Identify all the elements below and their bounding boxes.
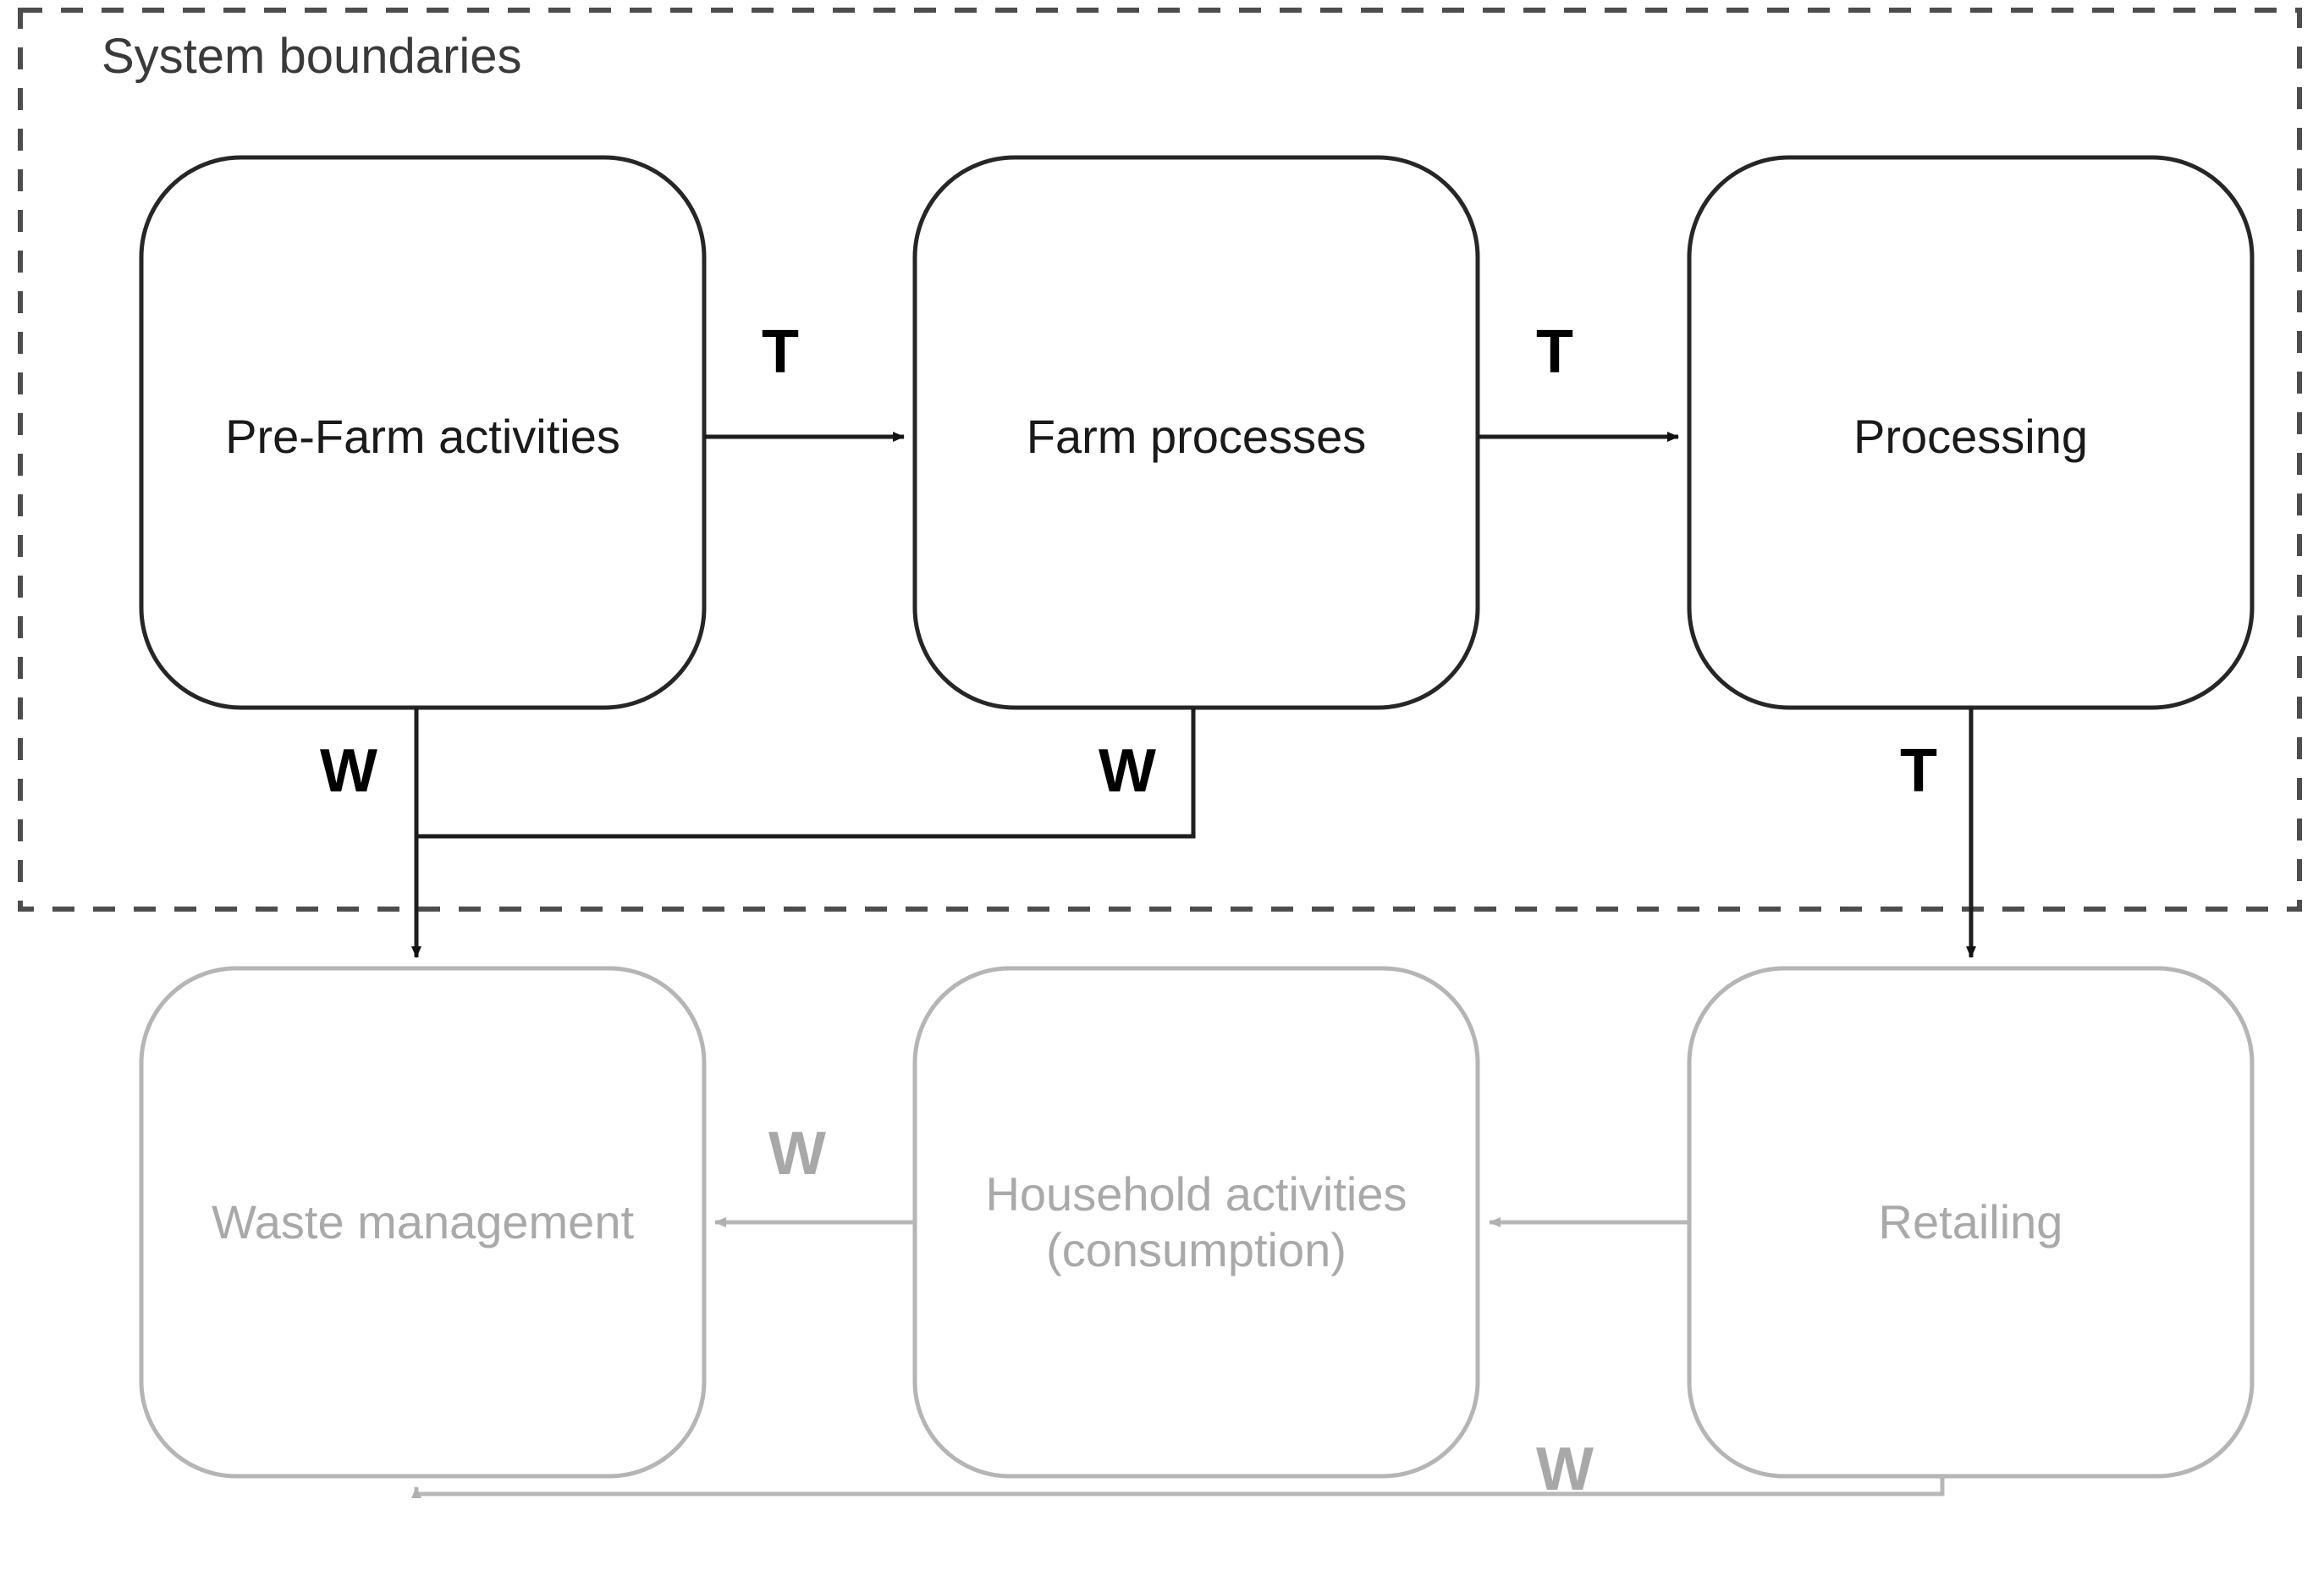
flow-line-w2	[416, 708, 1196, 839]
flow-label-t3: T	[1900, 737, 1937, 805]
node-box-household[interactable]	[912, 966, 1480, 1479]
flow-label-t2: T	[1536, 318, 1573, 386]
flow-label-w2: W	[1099, 737, 1156, 805]
flow-label-w1: W	[320, 737, 377, 805]
system-boundary-rect	[18, 8, 2302, 912]
node-box-retailing[interactable]	[1687, 966, 2255, 1479]
node-box-processing[interactable]	[1687, 155, 2255, 710]
flow-line-w4	[411, 1476, 1945, 1498]
flow-label-w4: W	[1536, 1436, 1594, 1503]
flow-label-w3: W	[768, 1120, 826, 1188]
flow-label-t1: T	[762, 318, 799, 386]
node-box-pre-farm[interactable]	[139, 155, 707, 710]
system-boundary-label: System boundaries	[102, 29, 522, 84]
node-box-waste[interactable]	[139, 966, 707, 1479]
node-box-farm[interactable]	[912, 155, 1480, 710]
